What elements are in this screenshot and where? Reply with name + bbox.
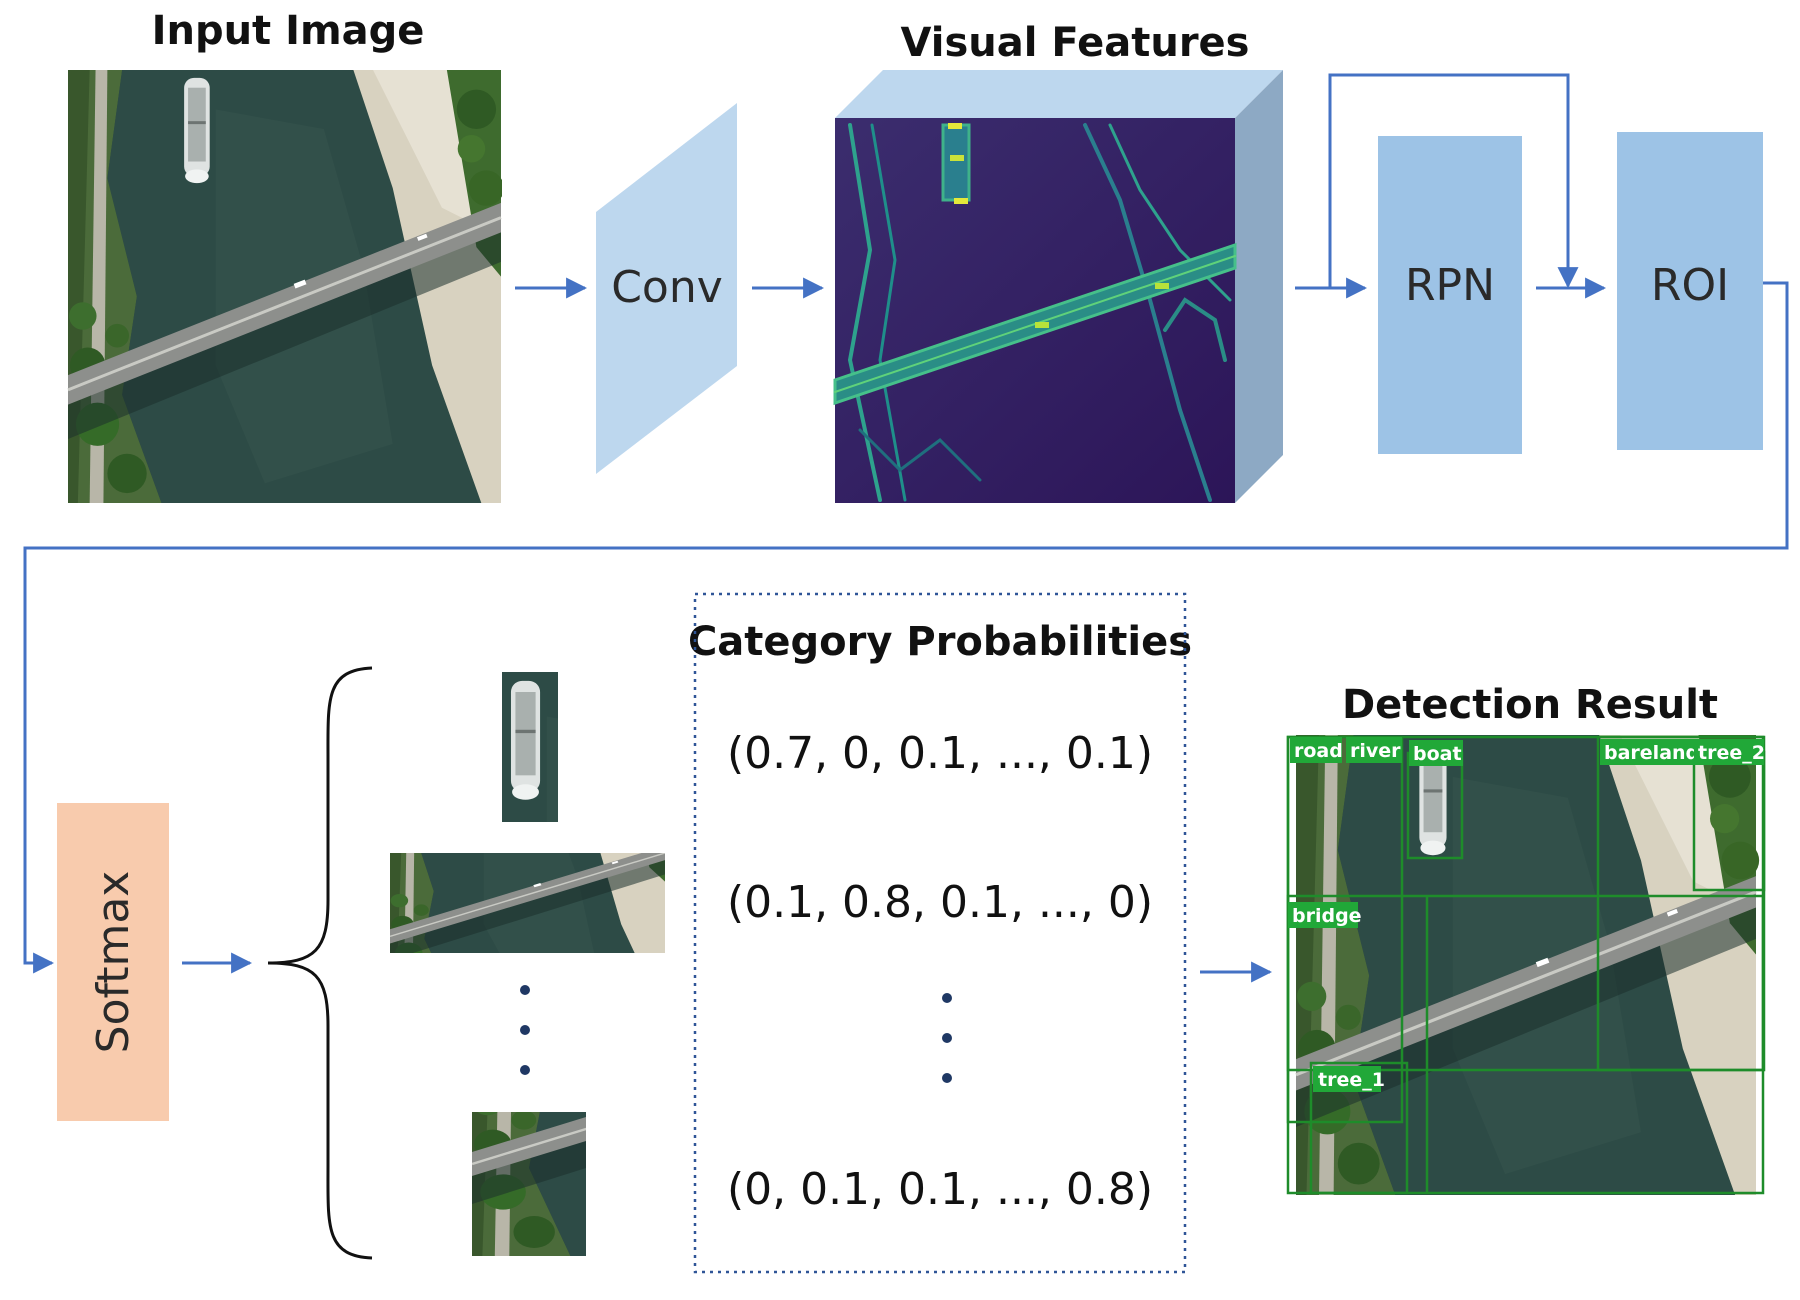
- probability-dots: [942, 993, 952, 1083]
- conv-label: Conv: [611, 262, 723, 313]
- rpn-label: RPN: [1405, 260, 1495, 311]
- visual-features-block: [833, 70, 1283, 503]
- probability-row-1: (0.7, 0, 0.1, ..., 0.1): [727, 728, 1153, 779]
- softmax-block: Softmax: [57, 803, 169, 1121]
- region-brace: [267, 666, 373, 1260]
- conv-block: Conv: [596, 103, 737, 474]
- category-probabilities-title: Category Probabilities: [688, 619, 1192, 665]
- softmax-label: Softmax: [88, 871, 139, 1054]
- arrow-features-bypass-to-roi: [1328, 73, 1579, 289]
- tag-tree-1: tree_1: [1318, 1069, 1385, 1091]
- detection-box-bridge: [1286, 894, 1765, 1072]
- tag-bridge: bridge: [1292, 905, 1362, 927]
- roi-block: ROI: [1617, 132, 1763, 450]
- detection-result-image: road river boat bareland tree_2 bridge t…: [1286, 735, 1766, 1195]
- probability-row-2: (0.1, 0.8, 0.1, ..., 0): [727, 877, 1153, 928]
- tag-river: river: [1350, 740, 1401, 762]
- probability-row-3: (0, 0.1, 0.1, ..., 0.8): [727, 1164, 1153, 1215]
- tag-bareland: bareland: [1604, 742, 1699, 764]
- rpn-block: RPN: [1378, 136, 1522, 454]
- region-dots: [520, 985, 530, 1075]
- roi-label: ROI: [1651, 260, 1729, 311]
- arrow-roi-to-softmax: [23, 281, 1789, 974]
- tag-boat: boat: [1413, 743, 1462, 765]
- detection-box-tree-1: [1309, 1061, 1409, 1195]
- detection-tags: road river boat bareland tree_2 bridge t…: [1288, 737, 1765, 1092]
- tag-road: road: [1294, 740, 1343, 762]
- detection-result-title: Detection Result: [1342, 682, 1718, 728]
- input-image: [67, 70, 502, 503]
- feature-map: [833, 123, 1237, 502]
- input-image-title: Input Image: [152, 8, 425, 54]
- visual-features-title: Visual Features: [901, 20, 1250, 66]
- tag-tree-2: tree_2: [1698, 742, 1765, 764]
